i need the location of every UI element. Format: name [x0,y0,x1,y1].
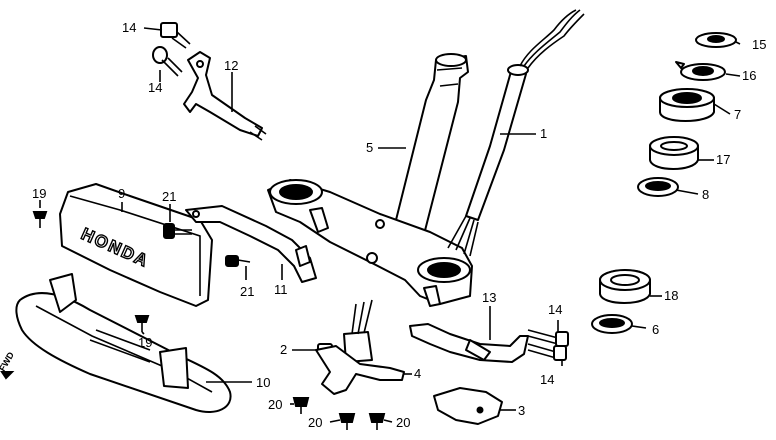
callout-12: 12 [224,58,238,73]
fork-bridge [267,179,473,307]
callout-10: 10 [256,375,270,390]
bracket-13 [409,323,529,363]
washer-15 [695,32,737,48]
callout-17: 17 [716,152,730,167]
callout-6: 6 [652,322,659,337]
bracket-4 [315,345,405,395]
callout-20: 20 [308,415,322,430]
wiring-harness-1 [447,9,585,257]
bolt-14-top [160,22,191,49]
screw-20-b [338,413,356,430]
callout-2: 2 [280,342,287,357]
lock-washer-16 [675,61,726,81]
callout-20: 20 [396,415,410,430]
cover-3 [433,387,503,425]
bolt-14-right-upper [527,329,569,347]
bolt-14-right-lower [527,343,567,361]
callout-11: 11 [274,282,288,297]
callout-5: 5 [366,140,373,155]
leader-lines [39,27,741,423]
callout-1: 1 [540,126,547,141]
screw-19-left [32,211,48,228]
callout-labels: 14 14 12 15 16 7 1 5 17 8 19 9 21 21 11 … [32,20,766,430]
callout-13: 13 [482,290,496,305]
steering-stem-5 [387,53,469,253]
screw-19-lower [134,315,150,332]
callout-9: 9 [118,186,125,201]
callout-14: 14 [540,372,554,387]
callout-15: 15 [752,37,766,52]
seal-6 [591,314,633,334]
nut-7 [659,88,715,122]
callout-18: 18 [664,288,678,303]
callout-8: 8 [702,187,709,202]
callout-19: 19 [138,335,152,350]
callout-7: 7 [734,107,741,122]
seal-8 [637,177,679,197]
bolt-14-upper-left [152,46,183,77]
callout-21: 21 [240,284,254,299]
screw-20-c [368,413,386,430]
callout-16: 16 [742,68,756,83]
callout-14: 14 [122,20,136,35]
stay-11 [185,205,317,283]
callout-14: 14 [148,80,162,95]
callout-19: 19 [32,186,46,201]
callout-21: 21 [162,189,176,204]
bearing-17 [649,136,699,170]
bracket-12 [183,51,267,141]
callout-20: 20 [268,397,282,412]
bolt-21-lower [225,255,251,267]
bearing-18 [599,269,651,304]
bolt-21-upper [163,223,192,239]
callout-3: 3 [518,403,525,418]
callout-14: 14 [548,302,562,317]
fwd-marker-text: FWD [0,350,16,373]
callout-4: 4 [414,366,421,381]
emblem-cover-9: HONDA [59,183,213,307]
screw-20-a [292,397,310,414]
